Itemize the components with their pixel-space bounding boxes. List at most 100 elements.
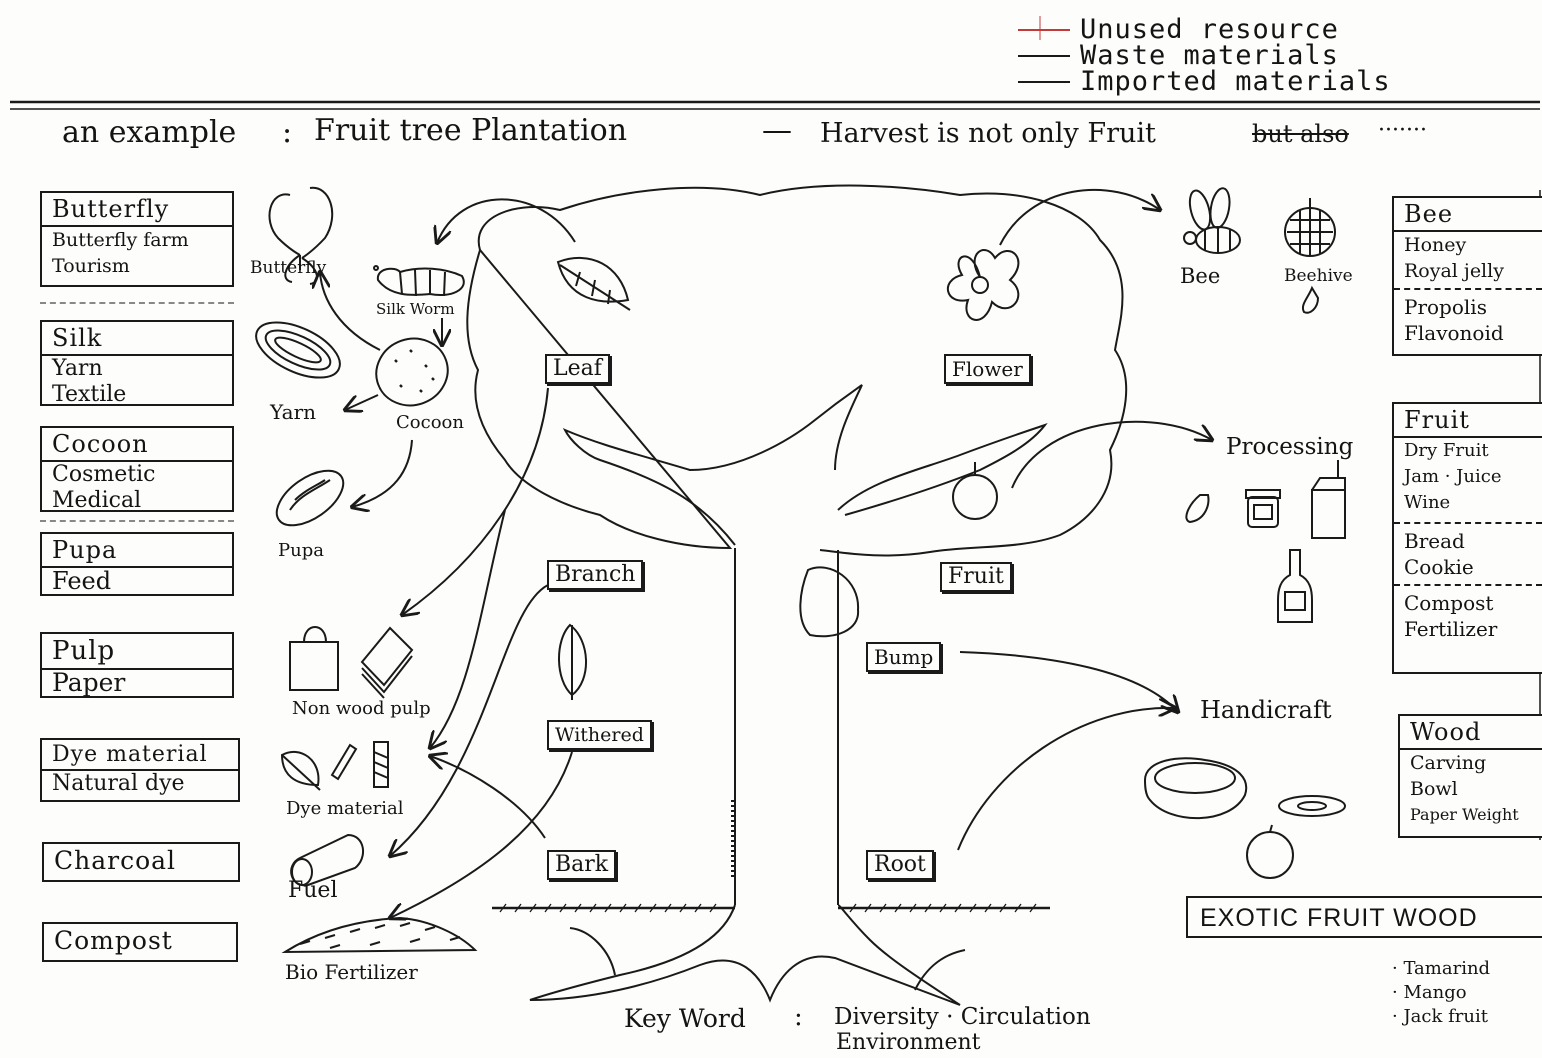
label-handicraft: Handicraft — [1200, 696, 1331, 724]
box-dye-head: Dye material — [42, 740, 238, 771]
box-wood-item: Bowl — [1400, 776, 1542, 802]
label-cocoon: Cocoon — [396, 412, 464, 433]
box-fruit-item: Jam · Juice — [1394, 464, 1542, 490]
box-bee-extra: Propolis — [1394, 294, 1542, 320]
trunk-bump — [800, 567, 858, 636]
beehive-icon — [1285, 198, 1335, 313]
tree-branch-right — [838, 425, 1045, 515]
label-dye-material: Dye material — [286, 798, 404, 819]
box-wood-item: Paper Weight — [1400, 802, 1542, 828]
arrow-fruit-to-processing — [1012, 422, 1212, 488]
box-fruit-extra: Bread — [1394, 528, 1542, 554]
box-silk-head: Silk — [42, 322, 232, 356]
silk-worm-icon — [374, 266, 464, 296]
label-non-wood-pulp: Non wood pulp — [292, 698, 431, 719]
arrow-root-to-handicraft — [958, 708, 1175, 850]
label-silk-worm: Silk Worm — [376, 300, 455, 318]
tag-withered: Withered — [547, 720, 652, 750]
dye-stick-icon — [374, 742, 388, 787]
header-dash: — — [762, 116, 792, 146]
yarn-icon — [248, 311, 348, 389]
tag-bump: Bump — [866, 642, 941, 672]
label-bio-fertilizer: Bio Fertilizer — [285, 960, 418, 984]
box-cocoon-head: Cocoon — [42, 428, 232, 462]
box-cocoon: Cocoon Cosmetic Medical — [40, 426, 234, 512]
keyword-line1: Diversity · Circulation — [834, 1006, 1091, 1029]
dried-fruit-icon — [1186, 495, 1208, 522]
legend-imported: Imported materials — [1080, 68, 1391, 95]
label-bee: Bee — [1180, 264, 1220, 288]
arrow-branch-to-fuel — [390, 585, 548, 856]
box-silk: Silk Yarn Textile — [40, 320, 234, 406]
wooden-bowl-icon — [1145, 758, 1246, 818]
keyword-line2: Environment — [836, 1032, 981, 1054]
exotic-item: · Mango — [1392, 982, 1467, 1003]
juice-box-icon — [1312, 460, 1345, 538]
bee-icon — [1184, 187, 1240, 253]
divider — [40, 302, 234, 304]
exotic-item: · Jack fruit — [1392, 1006, 1488, 1027]
dye-leaf-icon — [282, 752, 320, 790]
box-pupa: Pupa Feed — [40, 532, 234, 596]
box-wood-item: Carving — [1400, 750, 1542, 776]
box-butterfly-head: Butterfly — [42, 193, 232, 227]
leaf-icon — [558, 258, 630, 310]
fruit-icon — [953, 462, 997, 519]
box-dye-item: Natural dye — [42, 771, 238, 797]
box-bee-item: Royal jelly — [1394, 258, 1542, 284]
box-compost-head: Compost — [44, 924, 236, 957]
box-cocoon-item: Cosmetic — [42, 462, 232, 488]
box-silk-item: Yarn — [42, 356, 232, 382]
label-beehive: Beehive — [1284, 266, 1353, 286]
exotic-item: · Tamarind — [1392, 958, 1490, 979]
tag-leaf: Leaf — [545, 354, 610, 384]
header-ellipsis: ······· — [1378, 120, 1427, 142]
tree-roots — [530, 905, 960, 1005]
box-butterfly: Butterfly Butterfly farm Tourism — [40, 191, 234, 287]
box-fruit: Fruit Dry Fruit Jam · Juice Wine Bread C… — [1392, 402, 1542, 674]
wine-bottle-icon — [1278, 550, 1312, 622]
tag-bark: Bark — [547, 850, 616, 880]
header-struck: but also — [1252, 122, 1349, 146]
cocoon-icon — [367, 329, 457, 416]
keyword-colon: : — [794, 1004, 803, 1030]
flower-icon — [948, 250, 1019, 320]
label-butterfly: Butterfly — [250, 258, 326, 278]
box-fruit-item: Dry Fruit — [1394, 438, 1542, 464]
divider — [40, 520, 234, 522]
box-dye-material: Dye material Natural dye — [40, 738, 240, 802]
arrow-silk-to-dye — [430, 510, 505, 748]
dye-bark-icon — [332, 745, 356, 779]
box-pupa-item: Feed — [42, 568, 232, 594]
tree-trunk — [735, 548, 838, 905]
label-fuel: Fuel — [288, 878, 338, 903]
tag-root: Root — [866, 850, 934, 880]
bio-fertilizer-icon — [285, 918, 475, 952]
arrow-cocoon-to-butterfly — [320, 272, 380, 350]
label-processing: Processing — [1226, 434, 1353, 460]
box-wood: Wood Carving Bowl Paper Weight — [1398, 714, 1542, 838]
box-silk-item: Textile — [42, 382, 232, 408]
box-pulp: Pulp Paper — [40, 632, 234, 698]
arrow-cocoon-to-yarn — [345, 395, 378, 410]
arrow-withered-to-bio — [390, 752, 572, 918]
box-bee-item: Honey — [1394, 232, 1542, 258]
arrow-bump-to-handicraft — [960, 652, 1178, 712]
box-cocoon-item: Medical — [42, 488, 232, 514]
tag-flower: Flower — [944, 354, 1031, 384]
arrow-cocoon-to-pupa — [352, 440, 412, 507]
paper-bag-icon — [290, 627, 338, 690]
box-butterfly-item: Tourism — [42, 253, 232, 279]
legend-waste: Waste materials — [1080, 42, 1339, 69]
carving-icon — [1279, 796, 1345, 816]
header-colon: : — [282, 118, 292, 148]
box-compost: Compost — [42, 922, 238, 962]
pupa-icon — [267, 460, 352, 536]
box-fruit-head: Fruit — [1394, 404, 1542, 438]
box-fruit-extra: Cookie — [1394, 554, 1542, 580]
box-charcoal: Charcoal — [42, 842, 240, 882]
legend-unused: Unused resource — [1080, 16, 1339, 43]
box-pulp-head: Pulp — [42, 634, 232, 670]
box-charcoal-head: Charcoal — [44, 844, 238, 877]
box-fruit-extra: Fertilizer — [1394, 616, 1542, 642]
